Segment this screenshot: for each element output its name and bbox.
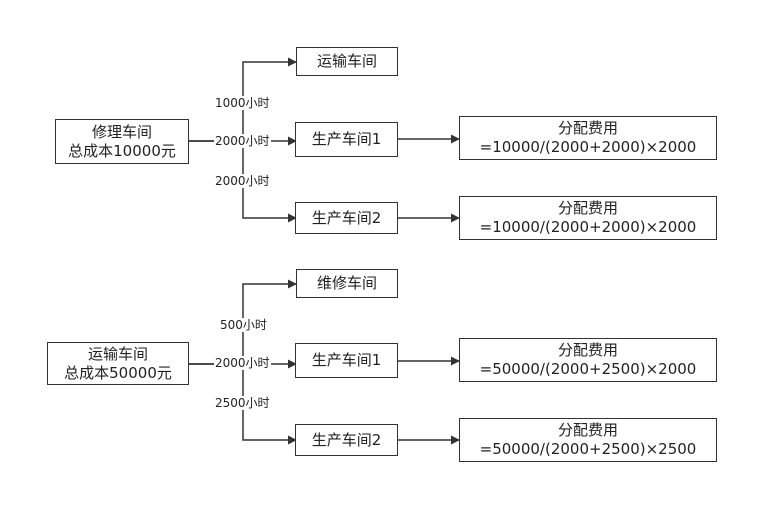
top-branch-to-prod2 xyxy=(242,141,297,223)
source-name: 修理车间 xyxy=(91,122,152,141)
source-box-transport: 运输车间 总成本50000元 xyxy=(47,342,189,385)
target-name: 生产车间1 xyxy=(311,351,382,369)
hours-label: 1000小时 xyxy=(214,96,271,110)
target-name: 生产车间2 xyxy=(311,430,382,449)
alloc-title: 分配费用 xyxy=(557,119,618,137)
alloc-title: 分配费用 xyxy=(557,421,618,439)
target-name: 运输车间 xyxy=(316,52,377,70)
target-box-prod1: 生产车间1 xyxy=(295,343,398,378)
alloc-formula: =50000/(2000+2500)×2000 xyxy=(479,360,697,378)
alloc-box-prod2: 分配费用 =50000/(2000+2500)×2500 xyxy=(459,418,717,462)
target-box-prod1: 生产车间1 xyxy=(295,122,398,157)
source-cost: 总成本10000元 xyxy=(68,141,176,160)
bottom-branch-to-prod2 xyxy=(242,364,297,445)
hours-label: 2000小时 xyxy=(214,134,271,148)
target-box-prod2: 生产车间2 xyxy=(295,202,398,234)
hours-label: 2000小时 xyxy=(214,356,271,370)
hours-label: 2000小时 xyxy=(214,174,271,188)
hours-label: 2500小时 xyxy=(214,396,271,410)
target-name: 生产车间1 xyxy=(311,130,382,148)
alloc-formula: =10000/(2000+2000)×2000 xyxy=(479,218,697,236)
alloc-formula: =10000/(2000+2000)×2000 xyxy=(479,138,697,156)
target-name: 生产车间2 xyxy=(311,208,382,227)
source-box-repair: 修理车间 总成本10000元 xyxy=(55,119,189,164)
alloc-box-prod2: 分配费用 =10000/(2000+2000)×2000 xyxy=(459,196,717,240)
alloc-box-prod1: 分配费用 =50000/(2000+2500)×2000 xyxy=(459,338,717,382)
source-name: 运输车间 xyxy=(87,344,148,363)
hours-label: 500小时 xyxy=(219,318,268,332)
alloc-title: 分配费用 xyxy=(557,199,618,217)
target-box-prod2: 生产车间2 xyxy=(295,424,398,456)
target-name: 维修车间 xyxy=(316,274,377,292)
alloc-title: 分配费用 xyxy=(557,341,618,359)
target-box-repair: 维修车间 xyxy=(296,269,398,298)
target-box-transport: 运输车间 xyxy=(296,47,398,76)
alloc-box-prod1: 分配费用 =10000/(2000+2000)×2000 xyxy=(459,116,717,160)
alloc-formula: =50000/(2000+2500)×2500 xyxy=(479,440,697,458)
source-cost: 总成本50000元 xyxy=(64,363,172,382)
